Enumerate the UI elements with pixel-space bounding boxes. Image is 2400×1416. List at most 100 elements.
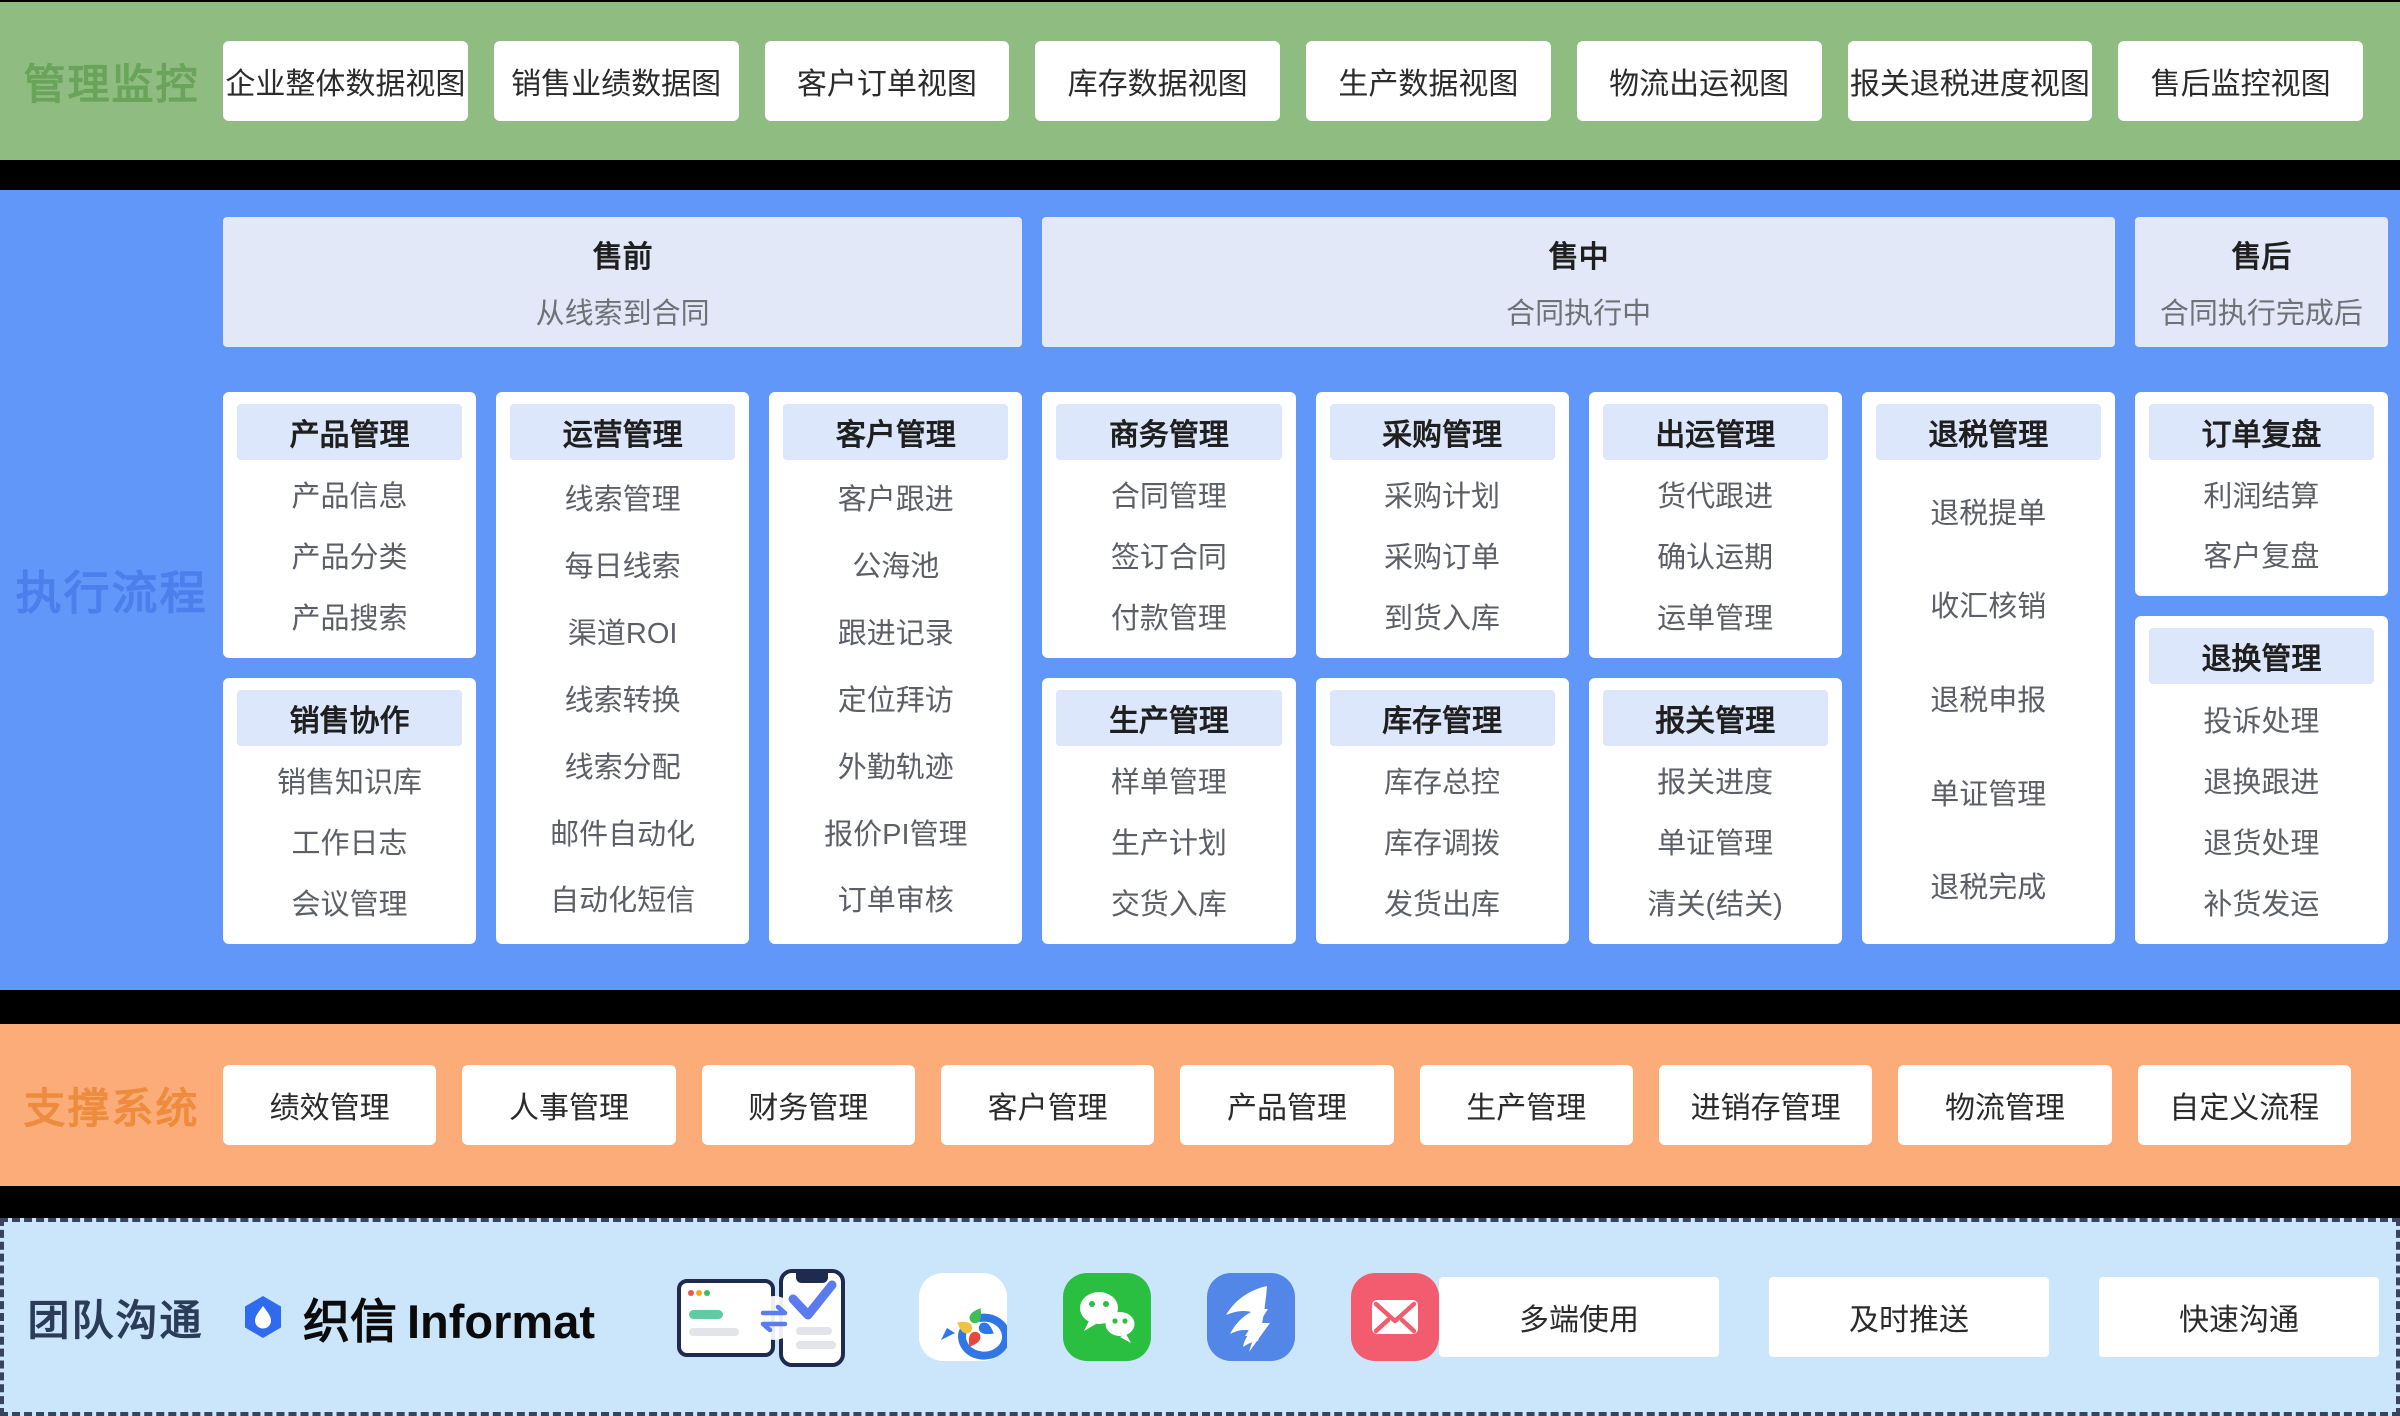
phase-subtitle: 合同执行完成后 xyxy=(2159,298,2363,330)
exec-card-title: 商务管理 xyxy=(1056,404,1282,460)
exec-item: 线索分配 xyxy=(564,751,681,784)
support-system-box: 产品管理 xyxy=(1180,1065,1394,1145)
exec-item: 生产计划 xyxy=(1110,827,1227,860)
app-icon-list xyxy=(919,1273,1439,1361)
exec-card: 产品管理产品信息产品分类产品搜索 xyxy=(223,392,477,658)
exec-item: 合同管理 xyxy=(1110,481,1227,514)
phase-header-row: 售前从线索到合同售中合同执行中售后合同执行完成后 xyxy=(223,217,2388,347)
wechat-icon xyxy=(1063,1273,1151,1361)
exec-item: 产品搜索 xyxy=(291,602,408,635)
exec-card-title: 退税管理 xyxy=(1875,404,2101,460)
exec-item-list: 销售知识库工作日志会议管理 xyxy=(235,746,464,936)
exec-card-title: 生产管理 xyxy=(1056,690,1282,746)
exec-card: 报关管理报关进度单证管理清关(结关) xyxy=(1588,678,1842,944)
exec-item: 报关进度 xyxy=(1657,767,1774,800)
exec-item: 货代跟进 xyxy=(1657,481,1774,514)
exec-item-list: 货代跟进确认运期运单管理 xyxy=(1601,460,1830,650)
support-system-box: 绩效管理 xyxy=(223,1065,437,1145)
exec-item: 采购订单 xyxy=(1384,541,1501,574)
support-band: 支撑系统 绩效管理人事管理财务管理客户管理产品管理生产管理进销存管理物流管理自定… xyxy=(0,1024,2400,1186)
monitor-view-box: 库存数据视图 xyxy=(1035,41,1280,121)
exec-card: 商务管理合同管理签订合同付款管理 xyxy=(1042,392,1296,658)
support-system-box: 人事管理 xyxy=(462,1065,676,1145)
monitor-view-box: 企业整体数据视图 xyxy=(223,41,468,121)
exec-item: 每日线索 xyxy=(564,551,681,584)
divider xyxy=(0,1186,2400,1218)
support-system-list: 绩效管理人事管理财务管理客户管理产品管理生产管理进销存管理物流管理自定义流程 xyxy=(223,1065,2400,1145)
phase-subtitle: 合同执行中 xyxy=(1506,298,1652,330)
mail-icon xyxy=(1351,1273,1439,1361)
monitor-view-box: 报关退税进度视图 xyxy=(1847,41,2093,121)
exec-card: 销售协作销售知识库工作日志会议管理 xyxy=(223,678,477,944)
feature-box: 多端使用 xyxy=(1439,1277,1719,1357)
exec-item: 库存调拨 xyxy=(1384,827,1501,860)
exec-item: 跟进记录 xyxy=(837,618,954,651)
monitor-view-list: 企业整体数据视图销售业绩数据图客户订单视图库存数据视图生产数据视图物流出运视图报… xyxy=(223,41,2400,121)
support-system-box: 自定义流程 xyxy=(2137,1065,2351,1145)
exec-item: 付款管理 xyxy=(1110,602,1227,635)
exec-item: 退税提单 xyxy=(1930,497,2047,530)
exec-item: 确认运期 xyxy=(1657,541,1774,574)
feature-list: 多端使用及时推送快速沟通 xyxy=(1439,1277,2379,1357)
exec-column: 商务管理合同管理签订合同付款管理生产管理样单管理生产计划交货入库 xyxy=(1042,392,1296,944)
exec-item: 渠道ROI xyxy=(567,618,678,651)
exec-card-title: 运营管理 xyxy=(510,404,736,460)
exec-card-title: 出运管理 xyxy=(1602,404,1828,460)
feature-box: 快速沟通 xyxy=(2099,1277,2379,1357)
exec-item: 产品分类 xyxy=(291,541,408,574)
exec-item: 退税完成 xyxy=(1930,872,2047,905)
exec-column: 采购管理采购计划采购订单到货入库库存管理库存总控库存调拨发货出库 xyxy=(1315,392,1569,944)
support-system-box: 客户管理 xyxy=(940,1065,1155,1145)
brand-name-cn: 织信 xyxy=(303,1294,397,1348)
exec-item: 线索转换 xyxy=(564,684,681,717)
execution-cards-grid: 产品管理产品信息产品分类产品搜索销售协作销售知识库工作日志会议管理运营管理线索管… xyxy=(223,392,2388,944)
exec-column: 退税管理退税提单收汇核销退税申报单证管理退税完成 xyxy=(1861,392,2115,944)
phase-onsale: 售中合同执行中 xyxy=(1042,217,2115,347)
exec-item-list: 库存总控库存调拨发货出库 xyxy=(1328,746,1557,936)
exec-item-list: 投诉处理退换跟进退货处理补货发运 xyxy=(2147,684,2376,936)
sync-illustration xyxy=(675,1265,855,1369)
exec-item-list: 样单管理生产计划交货入库 xyxy=(1054,746,1283,936)
monitor-band: 管理监控 企业整体数据视图销售业绩数据图客户订单视图库存数据视图生产数据视图物流… xyxy=(0,2,2400,160)
exec-card: 订单复盘利润结算客户复盘 xyxy=(2134,392,2388,596)
exec-item: 单证管理 xyxy=(1657,827,1774,860)
exec-card-title: 报关管理 xyxy=(1602,690,1828,746)
monitor-view-box: 销售业绩数据图 xyxy=(493,41,739,121)
exec-item: 公海池 xyxy=(852,551,940,584)
exec-item: 订单审核 xyxy=(837,885,954,918)
exec-item: 清关(结关) xyxy=(1647,888,1783,921)
exec-item-list: 合同管理签订合同付款管理 xyxy=(1054,460,1283,650)
exec-card: 退换管理投诉处理退换跟进退货处理补货发运 xyxy=(2134,616,2388,944)
exec-card: 生产管理样单管理生产计划交货入库 xyxy=(1042,678,1296,944)
monitor-view-box: 物流出运视图 xyxy=(1576,41,1822,121)
exec-item-list: 产品信息产品分类产品搜索 xyxy=(235,460,464,650)
exec-item: 退税申报 xyxy=(1930,684,2047,717)
exec-item: 到货入库 xyxy=(1384,602,1501,635)
exec-item: 利润结算 xyxy=(2203,481,2320,513)
exec-item: 签订合同 xyxy=(1110,541,1227,574)
exec-column: 出运管理货代跟进确认运期运单管理报关管理报关进度单证管理清关(结关) xyxy=(1588,392,1842,944)
informat-logo-icon xyxy=(245,1296,281,1338)
exec-item: 销售知识库 xyxy=(277,767,423,800)
exec-item: 库存总控 xyxy=(1384,767,1501,800)
divider xyxy=(0,160,2400,190)
exec-item: 线索管理 xyxy=(564,484,681,517)
exec-card: 客户管理客户跟进公海池跟进记录定位拜访外勤轨迹报价PI管理订单审核 xyxy=(769,392,1023,944)
exec-card: 采购管理采购计划采购订单到货入库 xyxy=(1315,392,1569,658)
monitor-band-label: 管理监控 xyxy=(23,60,200,108)
monitor-view-box: 生产数据视图 xyxy=(1306,41,1551,121)
wecom-icon xyxy=(919,1273,1007,1361)
exec-item: 客户复盘 xyxy=(2203,541,2320,573)
phase-title: 售中 xyxy=(1548,241,1609,274)
exec-item: 交货入库 xyxy=(1110,888,1227,921)
exec-item: 产品信息 xyxy=(291,481,408,514)
execution-band-label: 执行流程 xyxy=(15,567,208,619)
exec-item-list: 采购计划采购订单到货入库 xyxy=(1328,460,1557,650)
support-system-box: 生产管理 xyxy=(1419,1065,1633,1145)
exec-card-title: 销售协作 xyxy=(237,690,463,746)
exec-item: 投诉处理 xyxy=(2203,705,2320,738)
